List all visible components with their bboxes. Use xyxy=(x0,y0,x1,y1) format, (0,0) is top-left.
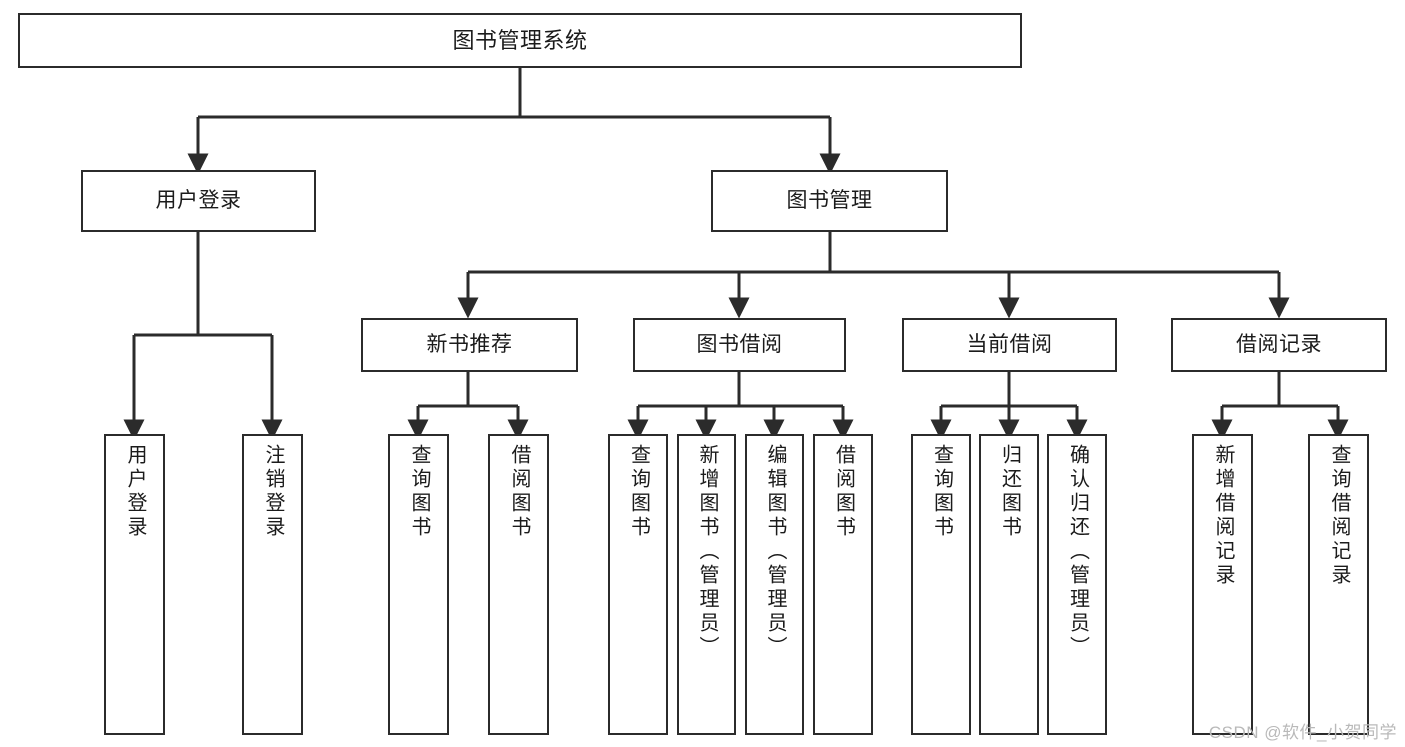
leaf-book-borrow-2[interactable]: 编辑图书（管理员） xyxy=(745,434,804,735)
leaf-borrow-record-0[interactable]: 新增借阅记录 xyxy=(1192,434,1253,735)
node-borrow-record[interactable]: 借阅记录 xyxy=(1171,318,1387,372)
node-book-borrow-label: 图书借阅 xyxy=(696,332,783,356)
leaf-user-login-1-label: 注销登录 xyxy=(262,444,284,540)
leaf-current-borrow-0-label: 查询图书 xyxy=(930,444,953,540)
leaf-borrow-record-0-label: 新增借阅记录 xyxy=(1212,444,1234,588)
node-borrow-record-label: 借阅记录 xyxy=(1236,332,1322,356)
leaf-borrow-record-1[interactable]: 查询借阅记录 xyxy=(1308,434,1369,735)
node-user-login-label: 用户登录 xyxy=(155,188,242,212)
leaf-book-borrow-0[interactable]: 查询图书 xyxy=(608,434,668,735)
leaf-book-borrow-2-label: 编辑图书（管理员） xyxy=(764,444,786,660)
leaf-book-borrow-3[interactable]: 借阅图书 xyxy=(813,434,873,735)
leaf-user-login-0[interactable]: 用户登录 xyxy=(104,434,165,735)
node-root-label: 图书管理系统 xyxy=(452,27,588,53)
leaf-book-borrow-1[interactable]: 新增图书（管理员） xyxy=(677,434,736,735)
leaf-new-book-1[interactable]: 借阅图书 xyxy=(488,434,549,735)
leaf-new-book-0[interactable]: 查询图书 xyxy=(388,434,449,735)
leaf-new-book-1-label: 借阅图书 xyxy=(508,444,530,540)
leaf-book-borrow-3-label: 借阅图书 xyxy=(832,444,855,540)
node-user-login[interactable]: 用户登录 xyxy=(81,170,316,232)
node-new-book-recommend-label: 新书推荐 xyxy=(426,332,513,356)
leaf-current-borrow-0[interactable]: 查询图书 xyxy=(911,434,971,735)
node-book-borrow[interactable]: 图书借阅 xyxy=(633,318,846,372)
leaf-user-login-0-label: 用户登录 xyxy=(124,444,146,540)
node-root[interactable]: 图书管理系统 xyxy=(18,13,1022,68)
leaf-current-borrow-1-label: 归还图书 xyxy=(998,444,1021,540)
node-current-borrow[interactable]: 当前借阅 xyxy=(902,318,1117,372)
node-new-book-recommend[interactable]: 新书推荐 xyxy=(361,318,578,372)
leaf-current-borrow-2[interactable]: 确认归还（管理员） xyxy=(1047,434,1107,735)
node-current-borrow-label: 当前借阅 xyxy=(966,332,1053,356)
leaf-book-borrow-0-label: 查询图书 xyxy=(627,444,650,540)
leaf-book-borrow-1-label: 新增图书（管理员） xyxy=(696,444,718,660)
node-book-manage[interactable]: 图书管理 xyxy=(711,170,948,232)
leaf-borrow-record-1-label: 查询借阅记录 xyxy=(1328,444,1350,588)
leaf-user-login-1[interactable]: 注销登录 xyxy=(242,434,303,735)
leaf-current-borrow-2-label: 确认归还（管理员） xyxy=(1066,444,1089,660)
leaf-new-book-0-label: 查询图书 xyxy=(408,444,430,540)
node-book-manage-label: 图书管理 xyxy=(786,188,873,212)
leaf-current-borrow-1[interactable]: 归还图书 xyxy=(979,434,1039,735)
